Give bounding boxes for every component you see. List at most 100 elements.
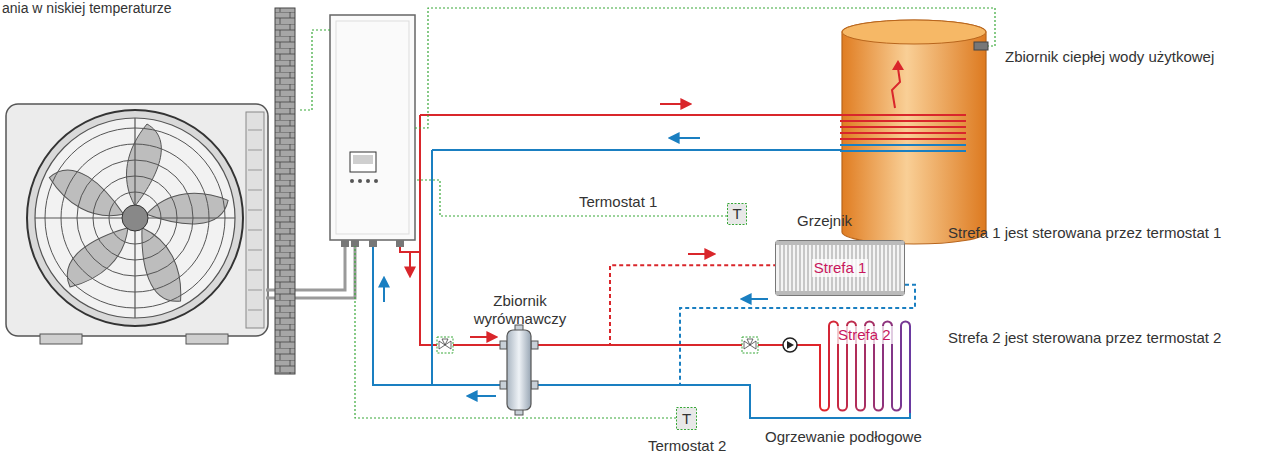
heat-arrow <box>892 60 904 70</box>
heating-coil <box>840 120 966 122</box>
heating-coil <box>840 150 966 152</box>
outdoor-unit <box>27 110 243 326</box>
three-way-valve <box>744 339 756 349</box>
circulation-pump <box>783 338 797 352</box>
indoor-unit <box>336 21 409 234</box>
radiator-fin <box>804 244 805 292</box>
flow-arrow <box>470 336 496 338</box>
circulation-pump <box>783 338 797 352</box>
connector-anchor <box>507 330 531 410</box>
radiator-fin <box>780 244 781 292</box>
return-pipe <box>373 150 842 385</box>
radiator-fin <box>892 244 893 292</box>
buffer-label: Zbiornik wyrównawczy <box>465 292 575 328</box>
outdoor-unit <box>144 181 233 239</box>
outdoor-unit <box>248 130 262 310</box>
flow-arrow <box>742 298 768 300</box>
indoor-unit <box>353 155 373 164</box>
outdoor-unit <box>6 104 268 344</box>
radiator-fin <box>792 244 793 292</box>
heat-arrow <box>892 68 900 108</box>
radiator-fin <box>788 244 789 292</box>
thermostat-letter: T <box>732 205 741 223</box>
indoor-unit <box>350 179 354 183</box>
three-way-valve <box>437 337 453 353</box>
floor-heating-pipe <box>909 326 911 413</box>
thermostat-label: Termostat 1 <box>579 193 657 211</box>
flow-arrow <box>670 137 700 139</box>
radiator-fin <box>872 244 873 292</box>
wall <box>275 8 295 374</box>
heating-coil <box>840 138 966 140</box>
zone-label: Strefa 1 <box>812 259 869 277</box>
indoor-unit <box>351 240 359 247</box>
outdoor-unit <box>40 334 82 344</box>
temperature-sensor <box>974 42 988 50</box>
control-wire <box>300 30 330 110</box>
outdoor-unit <box>122 205 148 231</box>
pipe-connector <box>531 285 915 385</box>
buffer-port <box>500 381 507 389</box>
outdoor-unit <box>186 334 228 344</box>
radiator: GrzejnikStrefa 1 <box>775 240 905 296</box>
outdoor-unit <box>35 118 235 318</box>
zone-note: Strefa 2 jest sterowana przez termostat … <box>948 329 1221 347</box>
floor-heating-pipe <box>810 345 829 411</box>
radiator-body <box>776 241 905 296</box>
indoor-unit <box>369 240 377 247</box>
flow-arrow <box>468 395 496 397</box>
buffer-body <box>507 330 531 410</box>
tank-top <box>842 20 986 44</box>
control-wire <box>300 8 995 418</box>
indoor-unit <box>366 179 370 183</box>
tank-label: Zbiornik ciepłej wody użytkowej <box>1005 48 1214 66</box>
flow-arrow <box>409 252 411 276</box>
buffer-port <box>531 381 538 389</box>
floor-label: Ogrzewanie podłogowe <box>765 428 922 446</box>
indoor-unit <box>350 152 376 172</box>
pipe-connector <box>531 344 810 346</box>
floor-heating: Strefa 2Ogrzewanie podłogowe <box>810 318 915 413</box>
radiator-fin <box>880 244 881 292</box>
heating-coil <box>840 132 966 134</box>
radiator-fin <box>884 244 885 292</box>
indoor-unit <box>330 15 415 240</box>
radiator-fin <box>900 244 901 292</box>
indoor-unit <box>330 15 415 247</box>
thermostat-outline <box>677 408 697 430</box>
outdoor-unit <box>58 212 134 299</box>
radiator-bar <box>776 241 904 245</box>
buffer-port <box>500 341 507 349</box>
radiator-fin <box>784 244 785 292</box>
radiator-label: Grzejnik <box>797 212 852 230</box>
buffer-port <box>531 341 538 349</box>
buffer-tank: Zbiornik wyrównawczy <box>470 292 570 414</box>
outdoor-unit <box>246 112 264 328</box>
outdoor-unit <box>121 223 197 310</box>
thermostat-box: Termostat 1T <box>727 203 747 225</box>
radiator-fin <box>896 244 897 292</box>
pipe-connector <box>531 265 775 345</box>
three-way-valve <box>439 339 451 349</box>
radiator-fin <box>808 244 809 292</box>
indoor-unit <box>358 179 362 183</box>
thermostat-letter: T <box>682 410 691 428</box>
thermostat-label: Termostat 2 <box>648 437 726 455</box>
pipe-connector <box>531 385 910 418</box>
control-wire <box>355 246 676 418</box>
radiator-fin <box>796 244 797 292</box>
control-wire <box>415 180 727 216</box>
floor-heating-pipe <box>892 326 901 411</box>
hot-water-tank-shape <box>840 18 988 246</box>
indoor-unit <box>341 240 349 247</box>
flow-arrow <box>660 103 690 105</box>
three-way-valve <box>742 337 758 353</box>
thermostat-outline <box>728 204 747 225</box>
outdoor-unit <box>43 164 132 222</box>
flow-arrow <box>384 104 768 396</box>
outdoor-unit <box>6 104 268 336</box>
indoor-unit <box>396 240 404 247</box>
flow-arrow <box>383 278 385 302</box>
caption-fragment: ania w niskiej temperaturze <box>2 0 172 17</box>
radiator-fin <box>888 244 889 292</box>
